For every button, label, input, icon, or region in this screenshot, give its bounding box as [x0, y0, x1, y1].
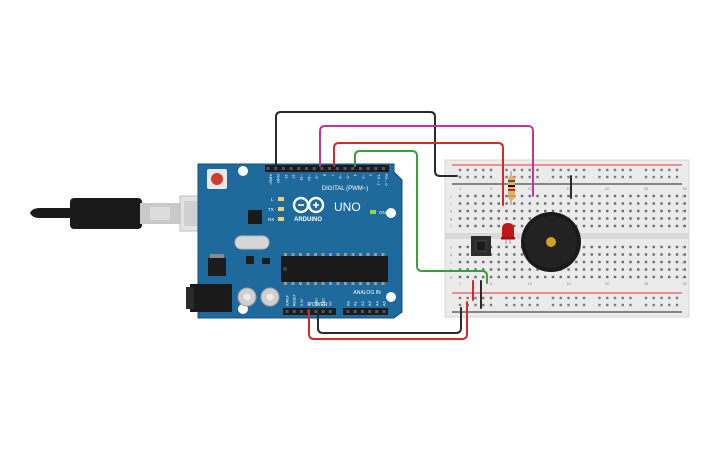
pushbutton	[471, 236, 491, 256]
row-letter: c	[682, 260, 684, 265]
digital-pin-label: ~11	[299, 174, 304, 181]
column-number: 15	[566, 187, 570, 191]
wire-black-gnd	[275, 111, 458, 177]
row-letter: c	[450, 260, 452, 265]
row-letter: f	[450, 224, 452, 229]
digital-pin-label: 12	[292, 174, 297, 179]
power-pin-label: 5V	[307, 301, 311, 306]
column-number: 1	[459, 282, 461, 286]
led-label-rx: RX	[268, 217, 274, 222]
digital-pin-label: ~5	[346, 174, 351, 179]
analog-pin-label: A3	[367, 300, 372, 306]
row-letter: i	[451, 201, 452, 206]
column-number: 20	[605, 282, 609, 286]
row-letter: j	[682, 194, 684, 199]
column-number: 15	[566, 282, 570, 286]
wire-green	[354, 150, 488, 284]
power-pin-label: GND	[322, 298, 326, 306]
analog-pin-label: A2	[360, 300, 365, 306]
usb-cable	[30, 195, 227, 232]
row-letter: g	[450, 216, 452, 221]
column-number: 5	[490, 187, 492, 191]
wire-magenta	[319, 125, 534, 197]
digital-pin-label: 4	[353, 174, 358, 177]
model-label: UNO	[334, 200, 361, 214]
digital-pin-label: ~6	[338, 174, 343, 179]
column-number: 25	[644, 187, 648, 191]
column-number: 10	[528, 282, 532, 286]
piezo-buzzer	[521, 212, 581, 272]
red-led	[501, 223, 515, 244]
digital-pin-label: ~3	[361, 174, 366, 179]
digital-pin-label: 2	[369, 174, 374, 177]
digital-pin-label: ~10	[307, 174, 312, 182]
arduino-logo	[292, 196, 325, 214]
power-pin-label: GND	[314, 298, 318, 306]
digital-pin-label: RX←0	[384, 174, 389, 187]
row-letter: e	[450, 245, 453, 250]
row-letter: h	[450, 209, 452, 214]
wire-red-signal	[333, 142, 504, 206]
digital-pin-label: AREF	[269, 174, 274, 185]
brand-label: ARDUINO	[294, 217, 322, 223]
row-letter: a	[682, 275, 685, 280]
column-number: 20	[605, 187, 609, 191]
wire-red-5v	[308, 301, 468, 340]
digital-pin-label: GND	[276, 174, 281, 183]
wire-black-gnd-bottom	[317, 307, 462, 334]
digital-pin-label: ~9	[315, 174, 320, 179]
analog-pin-label: A1	[353, 300, 358, 306]
power-pin-label: Vin	[329, 301, 333, 306]
row-letter: b	[682, 267, 685, 272]
row-letter: f	[682, 224, 684, 229]
wires	[275, 111, 572, 340]
row-letter: j	[450, 194, 452, 199]
digital-pin-label: 7	[330, 174, 335, 177]
capacitor	[260, 287, 280, 307]
digital-pin-label: 13	[284, 174, 289, 179]
analog-pin-label: A4	[374, 300, 379, 306]
digital-header	[265, 165, 389, 172]
atmega-chip	[281, 253, 388, 285]
analog-pin-label: A5	[382, 300, 387, 306]
digital-label: DIGITAL (PWM~)	[322, 186, 369, 192]
column-number: 30	[683, 282, 687, 286]
power-jack	[190, 284, 232, 312]
led-label-tx: TX	[268, 207, 274, 212]
column-number: 25	[644, 282, 648, 286]
column-number: 5	[490, 282, 492, 286]
column-number: 30	[683, 187, 687, 191]
analog-header	[343, 308, 388, 315]
on-label: ON	[379, 210, 386, 215]
row-letter: g	[682, 216, 684, 221]
power-pin-label: 3.3V	[300, 298, 304, 306]
power-label: POWER	[309, 302, 328, 308]
led-label-l: L	[271, 197, 274, 202]
analog-pin-label: A0	[346, 300, 351, 306]
capacitor	[237, 287, 257, 307]
row-letter: h	[682, 209, 684, 214]
row-letter: d	[450, 252, 452, 257]
row-letter: b	[450, 267, 453, 272]
column-number: 1	[459, 187, 461, 191]
resistor	[508, 171, 515, 205]
row-letter: e	[682, 245, 685, 250]
row-letter: d	[682, 252, 684, 257]
row-letter: i	[683, 201, 684, 206]
digital-pin-label: 8	[322, 174, 327, 177]
row-letter: a	[450, 275, 453, 280]
analog-label: ANALOG IN	[353, 290, 381, 296]
crystal-oscillator	[234, 235, 270, 250]
column-number: 10	[528, 187, 532, 191]
power-pin-label: RESET	[293, 293, 297, 306]
digital-pin-label: TX→1	[376, 174, 381, 186]
power-pin-label: IOREF	[286, 294, 290, 306]
